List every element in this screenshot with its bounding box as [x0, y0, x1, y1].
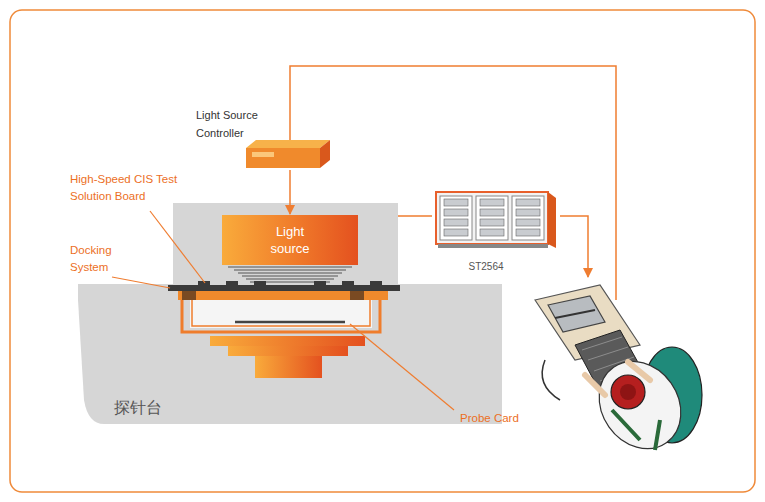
- node-text: ST2564: [430, 261, 542, 272]
- controller-top: [246, 140, 330, 148]
- key-row: [582, 337, 622, 350]
- controller-body: [246, 140, 330, 168]
- leader-line: [350, 324, 454, 410]
- board-pads: [198, 281, 382, 285]
- pad: [370, 281, 382, 285]
- tester-cabinet: [440, 196, 472, 240]
- shoulders: [582, 346, 697, 465]
- controller-side: [320, 140, 330, 168]
- suspenders: [612, 410, 660, 450]
- node-text: Light Source Controller: [192, 104, 274, 142]
- connector-arrow: [289, 170, 291, 214]
- node-text: Light source: [259, 223, 321, 257]
- bellows-fold: [234, 269, 346, 270]
- probe-station: 探针台: [78, 300, 502, 426]
- tester-slot: [444, 199, 468, 206]
- bellows: [228, 267, 352, 282]
- pad: [226, 281, 238, 285]
- tester-base: [438, 244, 548, 248]
- tester-cabinet: [476, 196, 508, 240]
- bellows-fold: [246, 278, 334, 279]
- docking-block: [182, 291, 196, 300]
- controller-icon: [244, 138, 334, 170]
- head-cap: [611, 375, 645, 409]
- chuck-stem: [255, 356, 322, 378]
- probe-card: [235, 321, 345, 324]
- outer-frame: [10, 10, 755, 492]
- tester-slot: [516, 229, 540, 236]
- pad: [254, 281, 266, 285]
- tester-slot: [516, 209, 540, 216]
- light-source-box: Light source: [222, 215, 358, 265]
- bellows-fold: [238, 272, 342, 273]
- part-label: Probe Card: [460, 410, 540, 427]
- docking-block: [350, 291, 364, 300]
- chuck: [210, 336, 365, 346]
- data-arrow: [560, 216, 588, 277]
- node-text: 探针台: [114, 398, 162, 419]
- cable: [542, 360, 560, 400]
- tester-slot: [480, 209, 504, 216]
- chuck: [228, 346, 348, 356]
- tester-slot: [516, 199, 540, 206]
- light-housing: [173, 203, 398, 287]
- controller-panel: [252, 152, 274, 157]
- controller-front: [246, 148, 320, 168]
- probe-station-body: [78, 300, 502, 424]
- monitor-screen: [555, 310, 595, 318]
- tester-slot: [444, 219, 468, 226]
- leader-line: [150, 211, 205, 283]
- tester-cabinet: [512, 196, 544, 240]
- probe-card-holder: [182, 300, 380, 332]
- key-row: [588, 347, 628, 360]
- tester-slot: [480, 219, 504, 226]
- bellows-fold: [242, 275, 338, 276]
- operator-figure: [535, 285, 702, 464]
- tester-slot: [480, 229, 504, 236]
- pad: [342, 281, 354, 285]
- test-board: [168, 285, 400, 291]
- tester-node: ST2564: [430, 188, 560, 276]
- part-label: High-Speed CIS Test Solution Board: [70, 171, 198, 205]
- tester-slot: [480, 199, 504, 206]
- cap-top: [620, 384, 636, 400]
- bellows-fold: [228, 266, 352, 267]
- monitor: [548, 296, 605, 332]
- chamber: [190, 300, 372, 328]
- part-label: Docking System: [70, 242, 142, 276]
- tester-slot: [516, 219, 540, 226]
- leader-line: [112, 277, 170, 288]
- probe-station-top: [78, 284, 502, 301]
- tester-slot: [444, 209, 468, 216]
- docking-ring: [178, 291, 388, 300]
- tester-slot: [444, 229, 468, 236]
- holder-inner: [192, 300, 370, 326]
- pad: [314, 281, 326, 285]
- tester-image: [430, 188, 560, 254]
- tester-frame: [436, 192, 548, 244]
- controller-node: Light Source Controller: [192, 104, 334, 170]
- tester-side: [548, 192, 556, 248]
